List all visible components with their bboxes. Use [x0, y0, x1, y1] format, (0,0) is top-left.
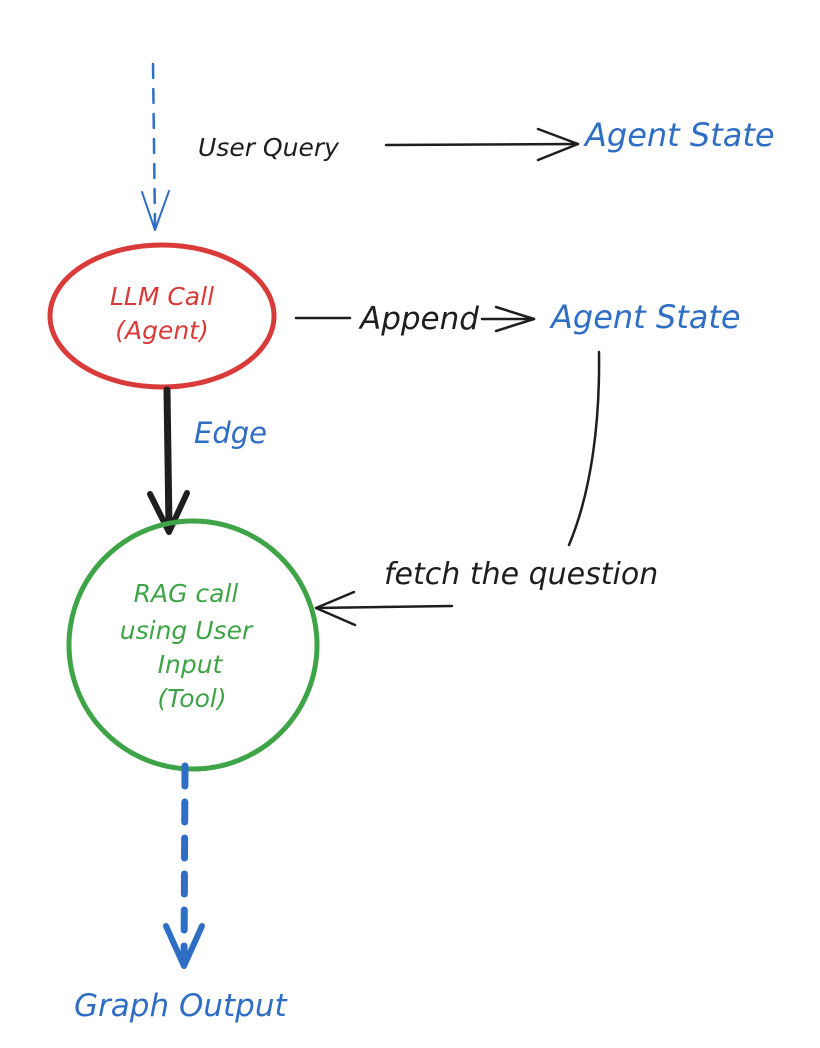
llm-node-label-line1: LLM Call [110, 282, 214, 311]
edge-arrow [147, 386, 190, 535]
user-query-label: User Query [198, 133, 340, 162]
rag-node-label-line4: (Tool) [157, 684, 226, 713]
entry-dashed-arrow [141, 62, 170, 231]
llm-call-node: LLM Call (Agent) [47, 242, 277, 390]
graph-output-label: Graph Output [74, 988, 288, 1024]
agent-state-mid-label: Agent State [549, 298, 741, 336]
rag-node-label-line2: using User [120, 616, 254, 645]
rag-call-node: RAG call using User Input (Tool) [66, 518, 320, 772]
edge-label: Edge [194, 416, 267, 450]
agent-state-top-label: Agent State [583, 116, 775, 154]
append-arrow [294, 305, 536, 333]
llm-node-label-line2: (Agent) [115, 316, 209, 345]
rag-node-label-line3: Input [158, 650, 224, 679]
fetch-question-label: fetch the question [384, 557, 658, 592]
append-label: Append [358, 301, 479, 337]
user-query-arrow [384, 127, 580, 162]
state-to-fetch-line [567, 350, 601, 547]
rag-node-label-line1: RAG call [134, 579, 239, 608]
output-dashed-arrow [163, 762, 205, 969]
fetch-arrow [314, 590, 454, 627]
